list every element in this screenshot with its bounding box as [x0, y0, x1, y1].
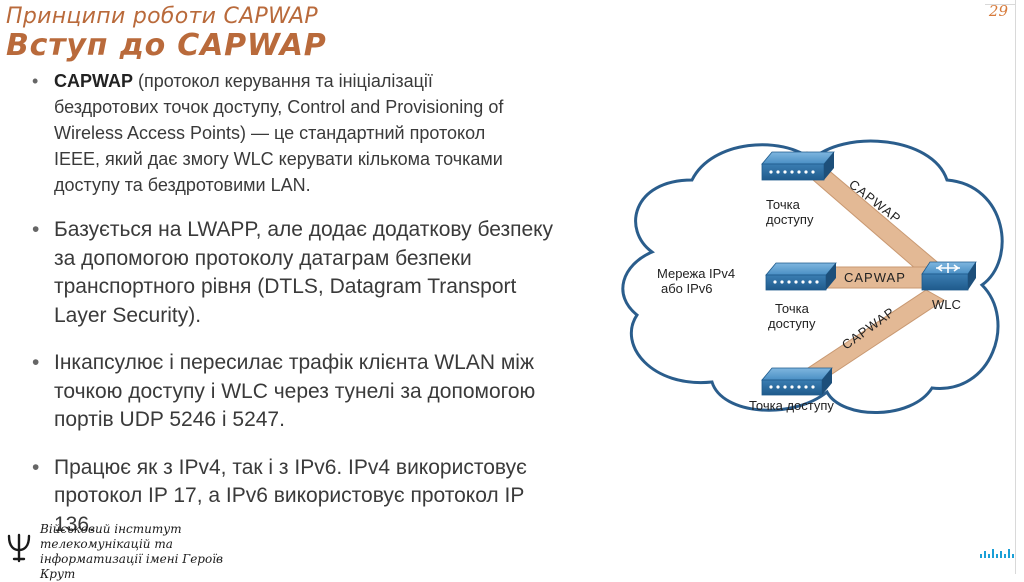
bullet-dot: • — [32, 351, 40, 374]
bullet-dot: • — [32, 71, 39, 91]
institute-name: Військовий інститут телекомунікацій та і… — [40, 522, 223, 582]
cloud-label: Мережа IPv4 — [657, 266, 735, 281]
ap-middle-label: Точка — [775, 301, 810, 316]
bullet-text-line: Інкапсулює і пересилає трафік клієнта WL… — [54, 351, 534, 374]
access-point-bottom — [761, 367, 833, 396]
institute-name-line: телекомунікацій та — [40, 537, 173, 551]
bullet-text-line: портів UDP 5246 і 5247. — [54, 408, 285, 431]
top-rule — [985, 4, 1015, 5]
institute-name-line: Крут — [40, 567, 76, 581]
ap-top-label: Точка — [766, 197, 801, 212]
bullet-term: CAPWAP — [54, 71, 134, 91]
ap-top-label: доступу — [766, 212, 814, 227]
psi-icon — [7, 533, 31, 563]
slide-number: 29 — [988, 2, 1008, 20]
wlc-device — [921, 261, 977, 291]
bullet-list: • CAPWAP (протокол керування та ініціалі… — [30, 68, 600, 558]
access-point-top — [761, 151, 835, 181]
ap-middle-label: доступу — [768, 316, 816, 331]
capwap-network-diagram: CAPWAP CAPWAP CAPWAP Точка доступу Точка… — [621, 139, 1004, 414]
bullet-lwapp: • Базується на LWAPP, але додає додатков… — [30, 216, 600, 330]
bullet-dot: • — [32, 218, 40, 241]
slide-supertitle: Принципи роботи CAPWAP — [6, 4, 318, 29]
ap-bottom-label: Точка доступу — [749, 398, 834, 413]
bullet-text-line: Layer Security). — [54, 303, 202, 327]
access-point-middle — [765, 262, 837, 291]
cisco-logo — [980, 549, 1014, 558]
bullet-text-line: протокол IP 17, а IPv6 використовує прот… — [54, 484, 525, 507]
bullet-text-line: за допомогою протоколу датаграм безпеки — [54, 246, 472, 270]
slide-border — [1015, 0, 1016, 574]
bullet-text-line: доступу та бездротовими LAN. — [54, 175, 311, 195]
bullet-text-line: транспортного рівня (DTLS, Datagram Tran… — [54, 275, 517, 298]
bullet-text-line: (протокол керування та ініціалізації — [133, 71, 433, 91]
bullet-text-line: Працює як з IPv4, так і з IPv6. IPv4 вик… — [54, 455, 527, 479]
bullet-text-line: Wireless Access Points) — це стандартний… — [54, 123, 486, 143]
bullet-text-line: точкою доступу і WLC через тунелі за доп… — [54, 379, 536, 403]
institute-name-line: Військовий інститут — [40, 522, 182, 536]
bullet-text-line: бездротових точок доступу, Control and P… — [54, 97, 504, 117]
slide-title: Вступ до CAPWAP — [6, 28, 327, 63]
bullet-encapsulation: • Інкапсулює і пересилає трафік клієнта … — [30, 349, 600, 435]
wlc-label: WLC — [932, 297, 961, 312]
bullet-ipv4-ipv6: • Працює як з IPv4, так і з IPv6. IPv4 в… — [30, 454, 600, 540]
bullet-text-line: 136. — [54, 512, 95, 536]
institute-name-line: інформатизації імені Героїв — [40, 552, 224, 566]
bullet-text-line: Базується на LWAPP, але додає додаткову … — [54, 218, 554, 241]
tunnel-mid-label: CAPWAP — [844, 270, 906, 285]
cloud-label: або IPv6 — [661, 281, 713, 296]
bullet-capwap-definition: • CAPWAP (протокол керування та ініціалі… — [30, 68, 600, 198]
bullet-dot: • — [32, 455, 40, 479]
bullet-text-line: IEEE, який дає змогу WLC керувати кілько… — [54, 149, 503, 169]
